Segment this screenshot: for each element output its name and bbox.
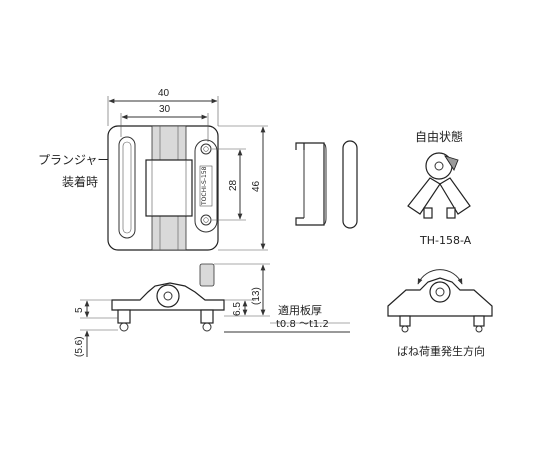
dim-width-total: 40 <box>158 88 170 99</box>
engraving-text: TOCHI-S-158 <box>201 166 208 205</box>
model-label: TH-158-A <box>420 234 472 247</box>
dim-width-inner: 30 <box>159 104 171 115</box>
hinge-center-block <box>145 159 193 217</box>
bottom-side-view <box>80 263 350 357</box>
front-view <box>107 96 268 251</box>
bottom-hole <box>200 214 212 226</box>
rotation-arrow <box>417 269 463 285</box>
dim-side-65: 6.5 <box>232 302 243 316</box>
engraving-box <box>199 165 213 207</box>
top-hole <box>200 143 212 155</box>
free-state-view <box>407 152 471 219</box>
thickness-range-label: t0.8 ～t1.2 <box>276 319 329 330</box>
dim-side-5: 5 <box>74 307 85 313</box>
dim-side-56: (5.6) <box>74 336 85 357</box>
left-slot <box>118 136 136 239</box>
spring-direction-label: ばね荷重発生方向 <box>397 345 485 358</box>
free-state-label: 自由状態 <box>415 130 464 144</box>
dim-height-total: 46 <box>251 180 262 192</box>
side-view <box>295 140 358 229</box>
right-slot <box>194 139 218 233</box>
spring-load-view <box>387 269 493 333</box>
mounted-label: 装着時 <box>62 175 99 189</box>
dim-hole-pitch: 28 <box>228 179 239 191</box>
dim-side-13: (13) <box>251 287 262 305</box>
applicable-thickness-label: 適用板厚 <box>278 304 322 317</box>
plunger-label: プランジャー <box>38 153 110 167</box>
side-knuckle <box>342 140 358 229</box>
